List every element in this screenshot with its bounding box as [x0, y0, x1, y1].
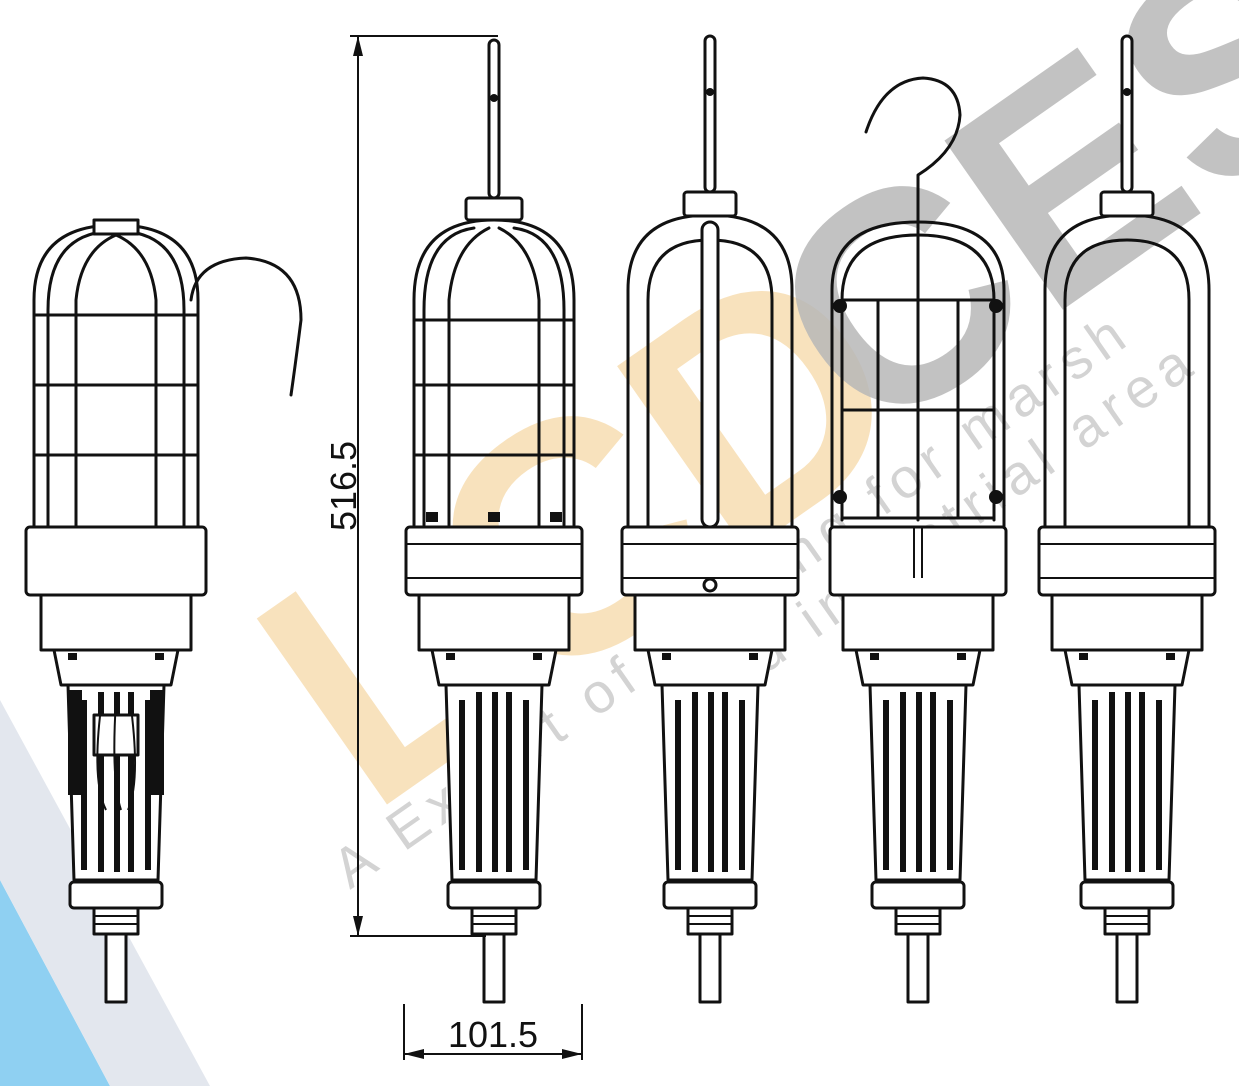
view-5-front-no-guard	[1037, 34, 1217, 1004]
view-3-side-no-guard	[620, 34, 800, 1004]
height-dimension-label: 516.5	[323, 441, 364, 531]
view-4-front-with-hook	[828, 76, 1008, 1004]
view-2-front-with-guard	[404, 38, 584, 1004]
height-dimension: 516.5	[323, 35, 498, 937]
view-1-side-with-hook	[24, 218, 303, 1004]
width-dimension-label: 101.5	[448, 1014, 538, 1055]
width-dimension: 101.5	[403, 1004, 583, 1060]
cutaway-terminal-block	[92, 713, 140, 757]
